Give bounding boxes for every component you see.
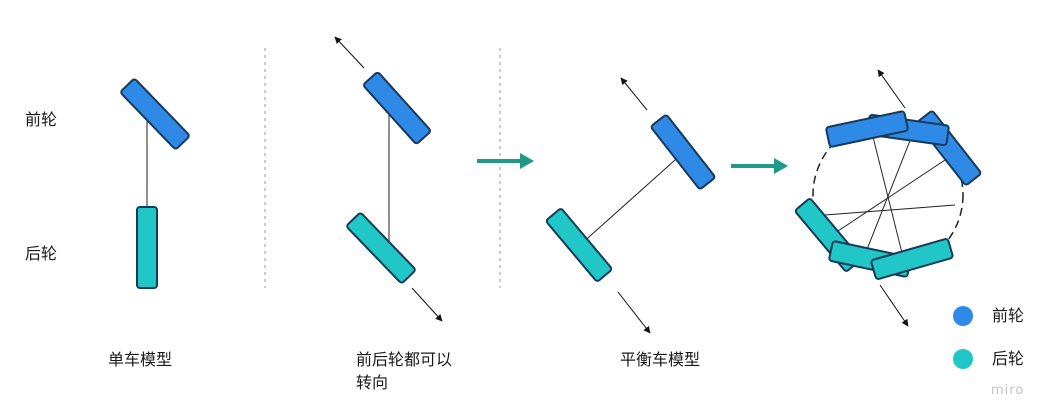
front-wheel [650, 114, 716, 190]
front-direction-arrow [877, 69, 906, 109]
rear-direction-arrow [617, 291, 651, 334]
legend-front-wheel-swatch [953, 306, 973, 326]
rear-direction-arrow [879, 284, 909, 327]
balance-model-caption: 平衡车模型 [620, 350, 701, 369]
rear-wheel-row-label: 后轮 [25, 244, 58, 263]
rear-wheel [870, 238, 954, 280]
bicycle-model-diagram [120, 78, 190, 289]
transition-arrow-2 [731, 158, 788, 174]
legend-front-wheel-label: 前轮 [992, 306, 1025, 325]
front-wheel [825, 110, 909, 148]
axle-line [869, 124, 906, 266]
four-wheel-steer-diagram [334, 36, 443, 322]
front-wheel-row-label: 前轮 [25, 110, 58, 129]
four-wheel-steer-caption-line1: 前后轮都可以 [356, 350, 453, 369]
four-wheel-steer-caption-line2: 转向 [356, 373, 389, 392]
axle-line [861, 127, 916, 263]
rear-direction-arrow [411, 287, 443, 322]
front-direction-arrow [620, 77, 648, 111]
transition-arrow-1 [477, 153, 534, 169]
front-wheel [363, 71, 431, 145]
axle-line [831, 159, 946, 236]
balance-model-diagram [545, 77, 716, 334]
front-direction-arrow [334, 36, 365, 69]
bicycle-model-caption: 单车模型 [108, 350, 173, 369]
rear-wheel [545, 208, 613, 282]
rear-wheel [136, 206, 158, 289]
rotating-balance-model-diagram [794, 69, 982, 327]
rear-wheel [346, 212, 416, 284]
front-wheel [120, 78, 190, 150]
legend-rear-wheel-swatch [953, 349, 973, 369]
miro-watermark: miro [991, 383, 1025, 398]
legend-rear-wheel-label: 后轮 [992, 349, 1025, 368]
axle-line [579, 151, 685, 246]
axle-line [824, 204, 956, 216]
